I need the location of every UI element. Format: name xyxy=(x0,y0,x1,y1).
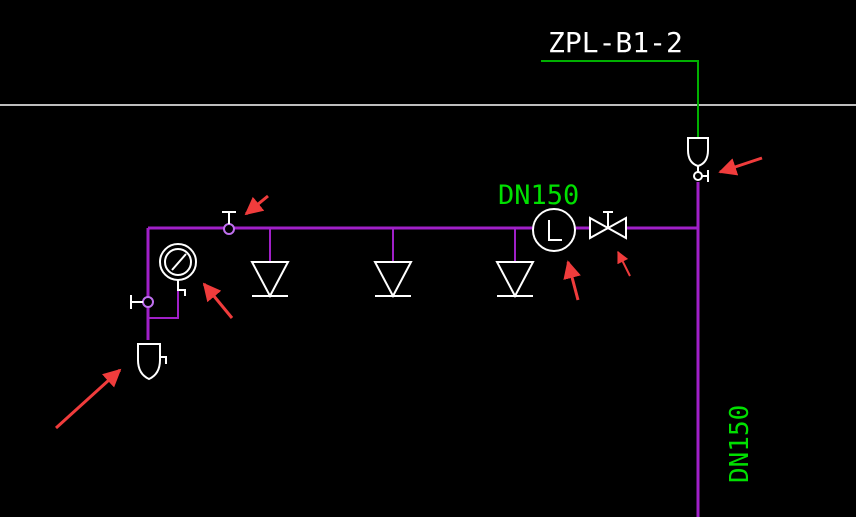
red-arrow-icon xyxy=(244,194,269,216)
top-valve-icon xyxy=(222,211,236,235)
sprinkler-head-icon xyxy=(250,261,290,299)
red-arrow-icon xyxy=(54,368,122,430)
red-arrow-icon xyxy=(202,282,234,319)
end-test-valve-icon xyxy=(137,343,167,381)
sprinkler-head-icon xyxy=(495,261,535,299)
vertical-pipe-size-label: DN150 xyxy=(725,405,755,483)
left-valve-icon xyxy=(130,295,154,309)
gauge-branch-pipe xyxy=(148,290,179,319)
red-arrow-icon xyxy=(718,156,763,176)
red-arrow-icon xyxy=(563,260,581,301)
gate-valve-icon xyxy=(589,211,627,240)
red-arrow-icon xyxy=(617,250,631,277)
green-leader-line xyxy=(541,60,699,138)
pressure-gauge-icon xyxy=(159,243,197,296)
horizontal-pipe-size-label: DN150 xyxy=(498,180,579,211)
sprinkler-head-icon xyxy=(373,261,413,299)
riser-id-label: ZPL-B1-2 xyxy=(548,26,683,59)
exhaust-valve-icon xyxy=(687,137,709,182)
flow-switch-icon xyxy=(532,208,576,252)
